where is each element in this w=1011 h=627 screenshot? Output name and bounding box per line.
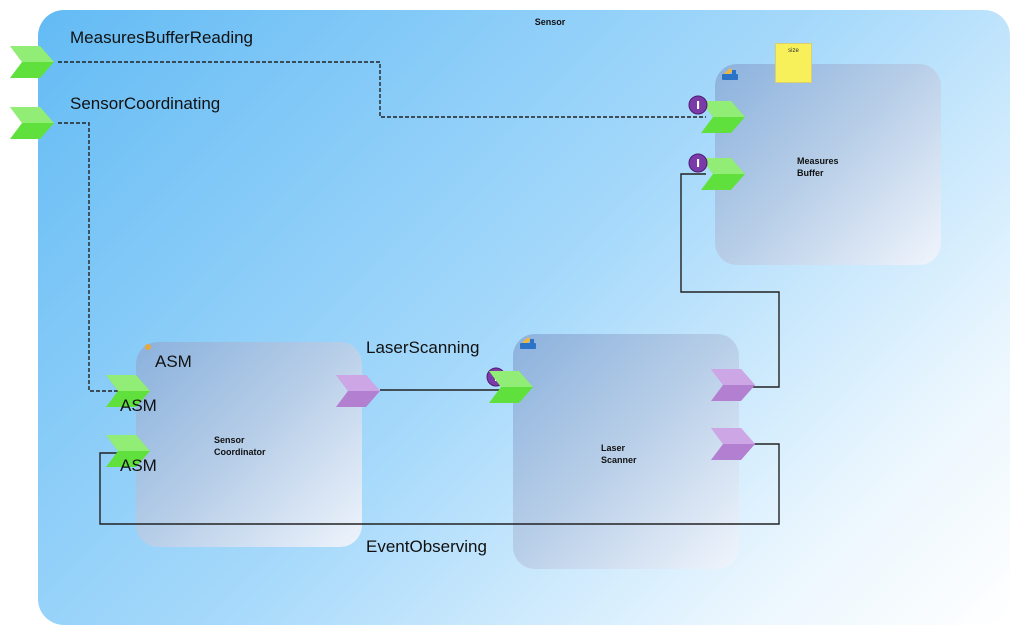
measures-buffer-reading-label: MeasuresBufferReading	[70, 28, 254, 47]
laser-scanner-component[interactable]	[513, 334, 739, 569]
scanner-to-buffer-wire	[680, 173, 780, 388]
measures-buffer-port-bottom[interactable]	[699, 156, 745, 192]
sensor-container-title: Sensor	[534, 17, 566, 27]
provided-port-icon	[701, 158, 745, 190]
config-icon[interactable]	[519, 337, 537, 351]
required-port-icon	[336, 375, 380, 407]
laser-scanner-required-port-upper[interactable]	[709, 367, 755, 403]
sensor-coordinator-port-upper[interactable]	[104, 373, 150, 409]
measures-buffer-port-top[interactable]	[699, 99, 745, 135]
required-port-icon	[711, 369, 755, 401]
sensor-coordinating-port[interactable]	[8, 105, 54, 141]
svg-text:I: I	[696, 157, 700, 170]
laser-scanner-provided-port[interactable]	[487, 369, 533, 405]
coordinator-tag-mid: ASM	[120, 396, 157, 415]
marker-dot	[145, 344, 151, 350]
sensor-coordinator-label: Sensor Coordinator	[214, 435, 266, 457]
interface-icon[interactable]: I	[687, 152, 709, 174]
provided-port-icon	[10, 46, 54, 78]
svg-text:I: I	[696, 99, 700, 112]
coordinator-tag-top: ASM	[155, 352, 192, 371]
provided-port-icon	[489, 371, 533, 403]
size-note-text: size	[788, 48, 799, 54]
measures-buffer-reading-port[interactable]	[8, 44, 54, 80]
measures-buffer-component[interactable]	[715, 64, 941, 265]
provided-port-icon	[106, 435, 150, 467]
sensor-coordinating-wire	[58, 122, 130, 392]
laser-scanner-label: Laser Scanner	[601, 443, 637, 465]
event-observing-wire	[99, 443, 780, 525]
sensor-coordinating-label: SensorCoordinating	[70, 94, 221, 113]
event-observing-label: EventObserving	[366, 537, 487, 556]
sensor-coordinator-component[interactable]	[136, 342, 362, 547]
size-note[interactable]: size	[775, 43, 812, 83]
sensor-coordinator-required-port[interactable]	[334, 373, 380, 409]
provided-port-icon	[701, 101, 745, 133]
provided-port-icon	[10, 107, 54, 139]
laser-scanner-required-port-lower[interactable]	[709, 426, 755, 462]
provided-port-icon	[106, 375, 150, 407]
measures-buffer-reading-wire	[58, 61, 706, 118]
coordinator-tag-bottom: ASM	[120, 456, 157, 475]
config-icon[interactable]	[721, 68, 739, 82]
sensor-coordinator-port-lower[interactable]	[104, 433, 150, 469]
laser-scanning-label: LaserScanning	[366, 338, 480, 357]
required-port-icon	[711, 428, 755, 460]
interface-icon[interactable]: I	[687, 94, 709, 116]
measures-buffer-label: Measures Buffer	[797, 156, 839, 178]
